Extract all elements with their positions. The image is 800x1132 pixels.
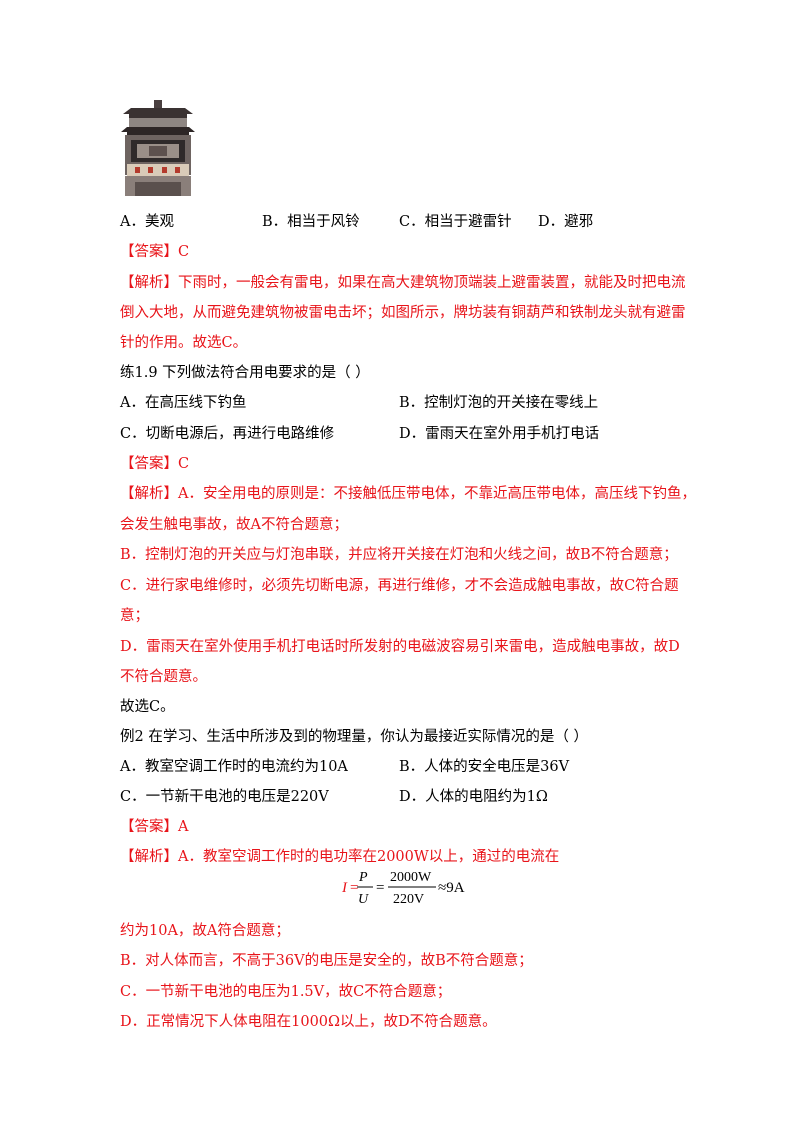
conclusion-line: 故选C。 xyxy=(120,699,175,715)
option-a: A．美观 xyxy=(120,214,174,230)
formula-den2: 220V xyxy=(393,892,424,907)
question-stem: 例2 在学习、生活中所涉及到的物理量，你认为最接近实际情况的是（ ） xyxy=(120,729,588,745)
memorial-archway-photo xyxy=(121,100,195,196)
formula-lhs: I xyxy=(341,880,348,896)
analysis-line: 不符合题意。 xyxy=(120,669,207,685)
analysis-line: 倒入大地，从而避免建筑物被雷电击坏；如图所示，牌坊装有铜葫芦和铁制龙头就有避雷 xyxy=(120,305,686,321)
option-d: D．人体的电阻约为1Ω xyxy=(399,789,548,805)
option-b: B．人体的安全电压是36V xyxy=(399,759,570,775)
answer-label: 【答案】A xyxy=(120,819,189,835)
option-c: C．切断电源后，再进行电路维修 xyxy=(120,426,335,442)
option-a: A．教室空调工作时的电流约为10A xyxy=(120,759,348,775)
question-stem: 练1.9 下列做法符合用电要求的是（ ） xyxy=(120,365,370,381)
option-d: D．雷雨天在室外用手机打电话 xyxy=(399,426,600,442)
option-c: C．一节新干电池的电压是220V xyxy=(120,789,329,805)
analysis-line: D．正常情况下人体电阻在1000Ω以上，故D不符合题意。 xyxy=(120,1014,497,1030)
formula-num1: P xyxy=(358,870,368,885)
analysis-line: B．对人体而言，不高于36V的电压是安全的，故B不符合题意； xyxy=(120,953,533,969)
option-d: D．避邪 xyxy=(538,214,594,230)
analysis-line: 【解析】A．教室空调工作时的电功率在2000W以上，通过的电流在 xyxy=(120,849,560,865)
analysis-line: 会发生触电事故，故A不符合题意； xyxy=(120,517,348,533)
option-c: C．相当于避雷针 xyxy=(399,214,512,230)
option-a: A．在高压线下钓鱼 xyxy=(120,395,247,411)
current-formula: I = P U = 2000W 220V ≈9A xyxy=(341,870,465,907)
analysis-line: C．一节新干电池的电压为1.5V，故C不符合题意； xyxy=(120,984,452,1000)
answer-label: 【答案】C xyxy=(120,244,190,260)
option-b: B．控制灯泡的开关接在零线上 xyxy=(399,395,599,411)
analysis-line: D．雷雨天在室外使用手机打电话时所发射的电磁波容易引来雷电，造成触电事故，故D xyxy=(120,639,680,655)
formula-result: ≈9A xyxy=(438,880,465,896)
analysis-line: B．控制灯泡的开关应与灯泡串联，并应将开关接在灯泡和火线之间，故B不符合题意； xyxy=(120,547,678,563)
analysis-line: C．进行家电维修时，必须先切断电源，再进行维修，才不会造成触电事故，故C符合题 xyxy=(120,578,679,594)
analysis-line: 约为10A，故A符合题意； xyxy=(120,923,290,939)
formula-num2: 2000W xyxy=(390,870,432,885)
option-b: B．相当于风铃 xyxy=(262,214,360,230)
analysis-line: 【解析】A．安全用电的原则是：不接触低压带电体，不靠近高压带电体，高压线下钓鱼， xyxy=(120,486,696,502)
analysis-line: 意； xyxy=(120,608,149,624)
answer-label: 【答案】C xyxy=(120,456,190,472)
formula-den1: U xyxy=(358,892,369,907)
formula-equals: = xyxy=(376,880,384,896)
analysis-line: 针的作用。故选C。 xyxy=(120,335,248,351)
formula-equals: = xyxy=(350,880,358,896)
analysis-line: 【解析】下雨时，一般会有雷电，如果在高大建筑物顶端装上避雷装置，就能及时把电流 xyxy=(120,275,686,291)
